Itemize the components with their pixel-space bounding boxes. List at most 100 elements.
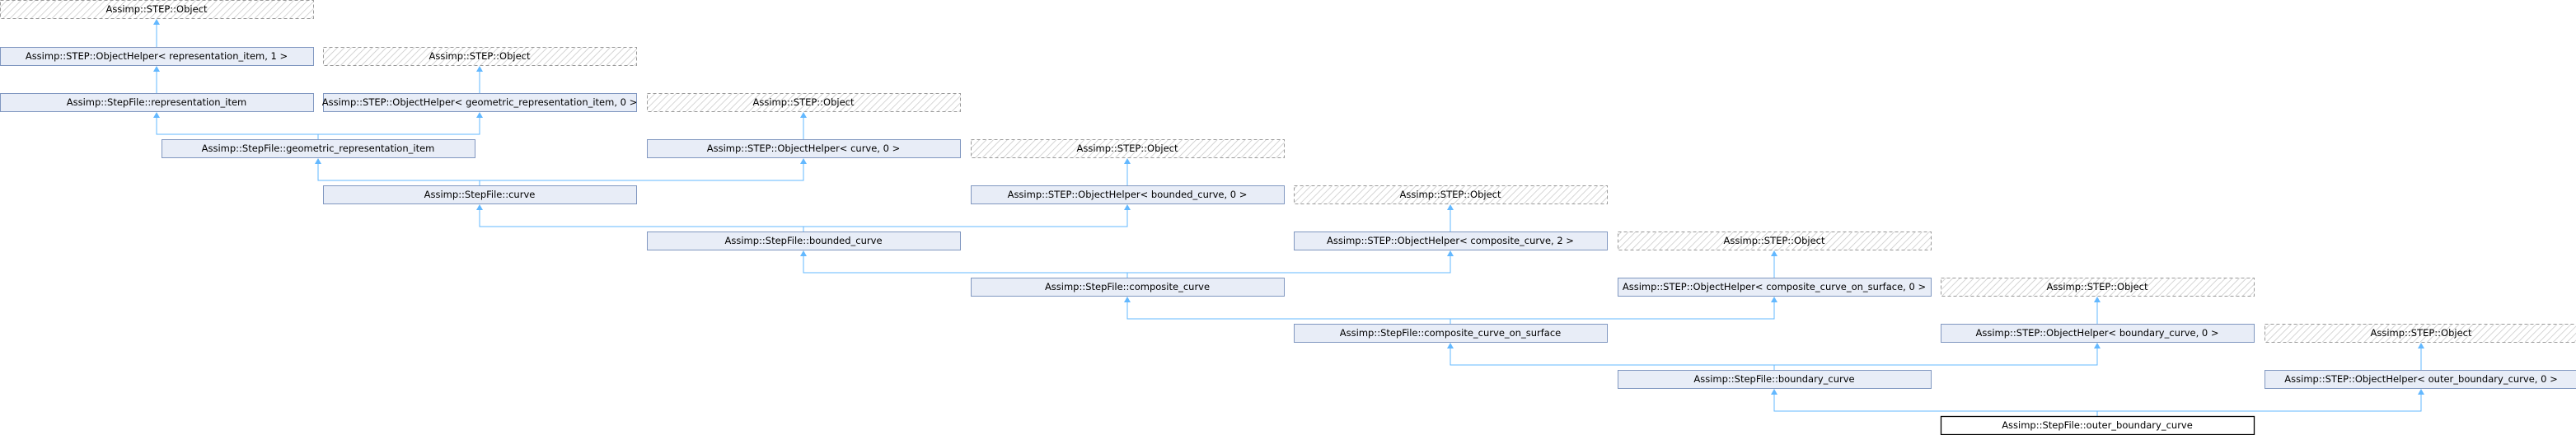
inheritance-arrowhead [315,158,321,164]
edge-layer [153,19,2424,416]
inheritance-edge [156,117,319,139]
bounded-curve-node[interactable]: Assimp::StepFile::bounded_curve [647,232,961,250]
inheritance-arrowhead [153,19,160,25]
inheritance-edge [1126,302,1451,324]
class-box [1294,185,1608,204]
composite-curve-on-surface-node[interactable]: Assimp::StepFile::composite_curve_on_sur… [1294,324,1608,343]
class-label: Assimp::STEP::ObjectHelper< geometric_re… [322,96,638,108]
step-object-node[interactable]: Assimp::STEP::Object [2265,324,2576,343]
class-box [2265,324,2576,343]
class-label: Assimp::StepFile::curve [424,189,536,200]
inheritance-arrowhead [1771,297,1777,302]
step-object-node[interactable]: Assimp::STEP::Object [1941,278,2255,297]
inheritance-arrowhead [2418,389,2424,395]
object-helper-curve-node[interactable]: Assimp::STEP::ObjectHelper< curve, 0 > [647,139,961,158]
class-box [971,185,1285,204]
inheritance-arrowhead [800,158,807,164]
boundary-curve-node[interactable]: Assimp::StepFile::boundary_curve [1618,370,1932,389]
class-label: Assimp::STEP::Object [1399,189,1501,200]
inheritance-edge [1126,255,1451,278]
class-label: Assimp::StepFile::composite_curve [1045,281,1210,292]
class-box [647,232,961,250]
step-object-node[interactable]: Assimp::STEP::Object [1294,185,1608,204]
class-box [2265,370,2576,389]
inheritance-edge [803,255,1128,278]
representation-item-node[interactable]: Assimp::StepFile::representation_item [0,93,314,112]
composite-curve-node[interactable]: Assimp::StepFile::composite_curve [971,278,1285,297]
inheritance-arrowhead [1771,250,1777,256]
class-label: Assimp::STEP::ObjectHelper< representati… [26,50,288,62]
inheritance-arrowhead [1124,158,1131,164]
inheritance-arrowhead [800,250,807,256]
inheritance-arrowhead [1447,343,1454,348]
object-helper-representation-item-node[interactable]: Assimp::STEP::ObjectHelper< representati… [0,47,314,66]
class-box [0,0,314,19]
inheritance-arrowhead [1124,297,1131,302]
class-label: Assimp::STEP::Object [2370,327,2472,339]
class-label: Assimp::STEP::Object [1723,235,1825,246]
inheritance-arrowhead [2094,297,2101,302]
inheritance-edge [479,209,804,232]
class-label: Assimp::STEP::Object [105,3,208,15]
class-box [1941,278,2255,297]
class-label: Assimp::StepFile::bounded_curve [724,235,882,246]
inheritance-arrowhead [476,204,483,210]
inheritance-arrowhead [476,112,483,118]
step-object-node[interactable]: Assimp::STEP::Object [323,47,637,66]
object-helper-outer-boundary-curve-node[interactable]: Assimp::STEP::ObjectHelper< outer_bounda… [2265,370,2576,389]
inheritance-arrowhead [153,112,160,118]
object-helper-geometric-representation-item-node[interactable]: Assimp::STEP::ObjectHelper< geometric_re… [322,93,638,112]
inheritance-arrowhead [1447,204,1454,210]
object-helper-bounded-curve-node[interactable]: Assimp::STEP::ObjectHelper< bounded_curv… [971,185,1285,204]
inheritance-edge [2096,394,2422,416]
step-object-node[interactable]: Assimp::STEP::Object [1618,232,1932,250]
class-box [0,93,314,112]
inheritance-edge [1773,394,2098,416]
step-object-node[interactable]: Assimp::STEP::Object [0,0,314,19]
class-label: Assimp::StepFile::composite_curve_on_sur… [1340,327,1561,339]
inheritance-arrowhead [476,66,483,72]
outer-boundary-curve-node: Assimp::StepFile::outer_boundary_curve [1940,415,2255,435]
inheritance-edge [317,117,480,139]
class-label: Assimp::StepFile::boundary_curve [1693,373,1854,385]
class-label: Assimp::STEP::ObjectHelper< boundary_cur… [1975,327,2218,339]
class-label: Assimp::STEP::ObjectHelper< outer_bounda… [2284,373,2557,385]
inheritance-edge [803,209,1128,232]
class-label: Assimp::STEP::ObjectHelper< bounded_curv… [1008,189,1248,200]
class-label: Assimp::STEP::ObjectHelper< curve, 0 > [707,143,900,154]
geometric-representation-item-node[interactable]: Assimp::StepFile::geometric_representati… [162,139,475,158]
class-label: Assimp::STEP::ObjectHelper< composite_cu… [1623,281,1926,292]
object-helper-boundary-curve-node[interactable]: Assimp::STEP::ObjectHelper< boundary_cur… [1941,324,2255,343]
inheritance-arrowhead [153,66,160,72]
class-box [1618,370,1932,389]
inheritance-edge [1450,348,1775,370]
class-box [971,139,1285,158]
class-label: Assimp::StepFile::outer_boundary_curve [2002,419,2193,431]
class-box [323,185,637,204]
class-label: Assimp::STEP::Object [429,50,531,62]
class-box [1618,232,1932,250]
step-object-node[interactable]: Assimp::STEP::Object [971,139,1285,158]
class-box [162,139,475,158]
inheritance-arrowhead [1771,389,1777,395]
inheritance-edge [479,163,804,185]
step-object-node[interactable]: Assimp::STEP::Object [647,93,961,112]
class-box [1294,232,1608,250]
inheritance-arrowhead [1447,250,1454,256]
class-box [1941,324,2255,343]
inheritance-edge [1450,302,1775,324]
class-box [971,278,1285,297]
class-label: Assimp::StepFile::representation_item [67,96,247,108]
curve-node[interactable]: Assimp::StepFile::curve [323,185,637,204]
object-helper-composite-curve-on-surface-node[interactable]: Assimp::STEP::ObjectHelper< composite_cu… [1618,278,1932,297]
class-label: Assimp::STEP::ObjectHelper< composite_cu… [1327,235,1574,246]
inheritance-edge [317,163,480,185]
class-box [647,93,961,112]
class-label: Assimp::StepFile::geometric_representati… [202,143,435,154]
inheritance-arrowhead [2094,343,2101,348]
inheritance-arrowhead [2418,343,2424,348]
object-helper-composite-curve-node[interactable]: Assimp::STEP::ObjectHelper< composite_cu… [1294,232,1608,250]
class-box [1618,278,1932,297]
